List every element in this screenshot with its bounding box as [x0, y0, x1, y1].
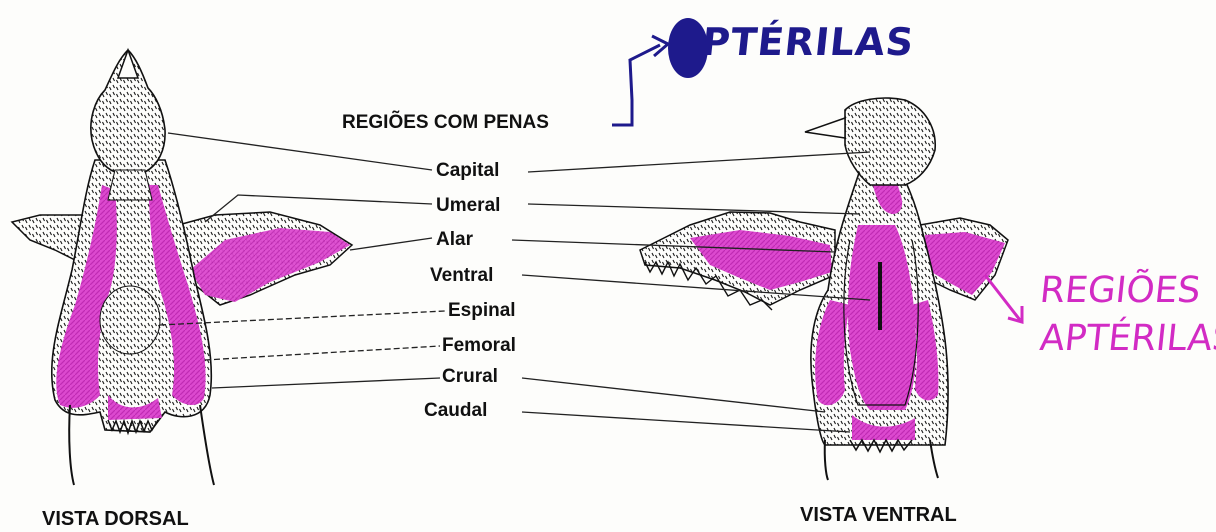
line-espinal-dorsal — [159, 310, 446, 326]
line-alar-ventral — [511, 239, 836, 253]
caption-ventral: VISTA VENTRAL — [800, 504, 957, 526]
label-alar: Alar — [436, 229, 473, 250]
line-alar-dorsal — [349, 237, 433, 251]
dorsal-rump — [99, 285, 161, 355]
label-espinal: Espinal — [448, 300, 516, 321]
ventral-wing-fringe — [644, 260, 773, 311]
ventral-right-leg — [929, 439, 939, 479]
ventral-right-thigh-pink — [912, 300, 939, 401]
label-femoral: Femoral — [442, 335, 516, 356]
ventral-beak — [804, 116, 846, 139]
line-capital-dorsal — [167, 132, 433, 171]
dorsal-alar-pink — [190, 228, 350, 302]
ventral-left-thigh-pink — [815, 300, 850, 406]
line-ventral-ventral — [521, 274, 871, 301]
dorsal-spinal-pink-left — [56, 185, 117, 408]
regions-with-feathers-label: REGIÕES COM PENAS — [342, 112, 549, 133]
blue-blob — [668, 18, 708, 78]
ventral-tail — [849, 438, 913, 454]
label-capital: Capital — [436, 160, 500, 181]
label-crural: Crural — [442, 366, 498, 387]
line-crural-ventral — [521, 377, 826, 413]
caption-dorsal: VISTA DORSAL — [42, 508, 189, 530]
line-umeral-dorsal — [204, 194, 433, 223]
leader-lines — [159, 34, 1024, 433]
dorsal-caudal-pink — [108, 395, 162, 420]
label-caudal: Caudal — [424, 400, 488, 421]
apterylae-annotation: PTÉRILAS — [699, 20, 917, 64]
dorsal-beak — [116, 47, 140, 79]
dorsal-left-leg — [68, 404, 75, 486]
line-capital-ventral — [527, 151, 871, 173]
dorsal-tail — [107, 418, 159, 436]
label-ventral: Ventral — [430, 265, 494, 286]
line-caudal-ventral — [521, 411, 851, 433]
ventral-right-wing-pink — [925, 232, 1005, 295]
dorsal-neck — [107, 169, 153, 201]
ventral-bird — [639, 97, 1009, 481]
line-umeral-ventral — [527, 203, 861, 215]
pink-arrow — [983, 274, 1022, 321]
dorsal-bird — [10, 47, 354, 486]
line-crural-dorsal — [211, 377, 441, 389]
label-umeral: Umeral — [436, 195, 501, 216]
ventral-left-leg — [823, 439, 829, 481]
pink-note-line1: REGIÕES — [1037, 270, 1203, 311]
ventral-body-outline-inner — [843, 239, 919, 406]
pink-note-line2: APTÉRILAS — [1037, 318, 1216, 359]
ventral-left-wing-pink — [690, 230, 832, 290]
dorsal-spinal-pink-right — [148, 185, 206, 406]
ventral-caudal-pink — [852, 415, 915, 440]
blue-arrow-head — [651, 34, 671, 58]
ventral-head — [844, 97, 936, 186]
pink-arrow-head — [1007, 306, 1024, 324]
dorsal-right-leg — [199, 404, 215, 486]
ventral-central-pink — [847, 225, 917, 410]
blue-arrow — [612, 43, 661, 127]
line-femoral-dorsal — [204, 345, 441, 361]
